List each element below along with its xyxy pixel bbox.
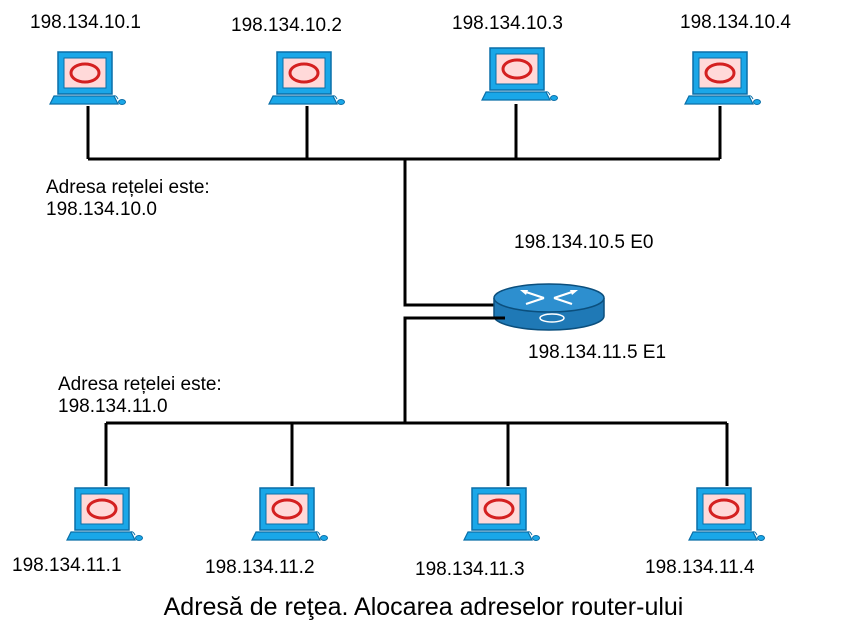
top-network (48, 46, 762, 161)
host-ip-label: 198.134.10.3 (452, 13, 563, 34)
computer-icon (267, 50, 346, 106)
network-address-label: Adresa rețelei este: (58, 374, 222, 395)
host-ip-label: 198.134.11.2 (205, 557, 315, 578)
computer-icon (48, 50, 127, 106)
computer-icon (683, 50, 762, 106)
figure-caption: Adresă de reţea. Alocarea adreselor rout… (163, 593, 684, 621)
host-ip-label: 198.134.10.4 (680, 12, 791, 33)
computer-icon (462, 486, 541, 542)
router-icon (493, 283, 605, 331)
router-link-e1 (403, 316, 505, 423)
host-ip-label: 198.134.10.2 (231, 15, 342, 36)
host-ip-label: 198.134.11.3 (415, 559, 525, 580)
network-address-value: 198.134.10.0 (46, 199, 157, 220)
router-e1-label: 198.134.11.5 E1 (528, 342, 667, 363)
network-address-value: 198.134.11.0 (58, 396, 168, 417)
computer-icon (65, 486, 144, 542)
computer-icon (687, 486, 766, 542)
bottom-network (65, 421, 766, 542)
network-address-label: Adresa rețelei este: (46, 177, 210, 198)
host-ip-label: 198.134.11.1 (12, 555, 122, 576)
computer-icon (250, 486, 329, 542)
computer-icon (480, 46, 559, 102)
router-link-e0 (403, 159, 505, 307)
host-ip-label: 198.134.10.1 (30, 12, 141, 33)
router-e0-label: 198.134.10.5 E0 (514, 232, 654, 253)
host-ip-label: 198.134.11.4 (645, 557, 755, 578)
